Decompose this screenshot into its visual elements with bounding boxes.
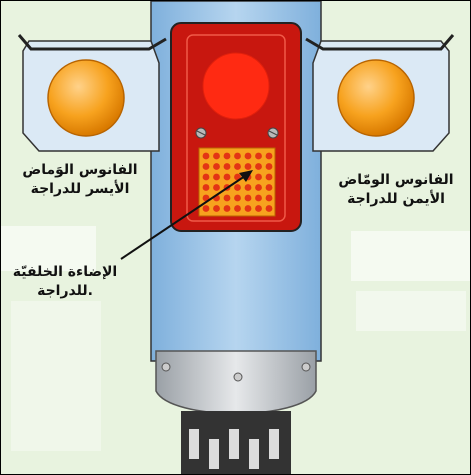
left-flasher-label-line-1: الفانوس الوَماض	[15, 161, 145, 180]
reflector-dot	[255, 184, 262, 191]
reflector-dot	[213, 184, 220, 191]
mudguard	[156, 351, 316, 414]
reflector-dot	[224, 153, 231, 160]
reflector-dot	[266, 184, 273, 191]
right-flasher-label: الفانوس الومّاض الأيمن للدراجة	[331, 171, 461, 209]
left-flasher-label: الفانوس الوَماض الأيسر للدراجة	[15, 161, 145, 199]
reflector-dot	[255, 174, 262, 181]
tire-tread-icon	[181, 411, 291, 474]
reflector-dot	[234, 163, 241, 170]
reflector-dot	[213, 153, 220, 160]
reflector-dot	[213, 205, 220, 212]
rear-light-label-line-1: الإضاءة الخلفيّة	[5, 263, 125, 282]
tire-tread-block	[229, 429, 239, 459]
reflector-dot	[234, 153, 241, 160]
reflector-dot	[255, 205, 262, 212]
reflector-dot	[234, 184, 241, 191]
reflector-dot	[234, 205, 241, 212]
rear-light-label: الإضاءة الخلفيّة .للدراجة	[5, 263, 125, 301]
tire-tread-block	[209, 439, 219, 469]
reflector-dot	[224, 174, 231, 181]
right-flasher-label-line-2: الأيمن للدراجة	[331, 190, 461, 209]
reflector-dot	[203, 174, 210, 181]
rear-light-icon	[171, 23, 301, 231]
reflector-dot	[203, 184, 210, 191]
reflector-dot	[266, 163, 273, 170]
right-flasher-label-line-1: الفانوس الومّاض	[331, 171, 461, 190]
reflector-dot	[245, 153, 252, 160]
reflector-dot	[213, 174, 220, 181]
reflector-dot	[266, 174, 273, 181]
reflector-dot	[245, 184, 252, 191]
rear-light-label-line-2: .للدراجة	[5, 282, 125, 301]
flasher-lamp-icon	[338, 60, 414, 136]
tire-tread-block	[189, 429, 199, 459]
reflector-dot	[266, 195, 273, 202]
reflector-dot	[255, 163, 262, 170]
reflector-dot	[266, 205, 273, 212]
left-flasher-label-line-2: الأيسر للدراجة	[15, 180, 145, 199]
reflector-dot	[203, 205, 210, 212]
left-flasher-lamp	[19, 35, 166, 151]
reflector-dot	[224, 163, 231, 170]
reflector-dot	[213, 163, 220, 170]
reflector-dot	[245, 195, 252, 202]
reflector-dot	[224, 205, 231, 212]
reflector-dot	[245, 163, 252, 170]
reflector-dot	[203, 153, 210, 160]
right-flasher-lamp	[306, 35, 453, 151]
reflector-dot	[203, 163, 210, 170]
reflector-dot	[266, 153, 273, 160]
tire-tread-block	[249, 439, 259, 469]
flasher-lamp-icon	[48, 60, 124, 136]
reflector-dot	[245, 205, 252, 212]
reflector-dot	[224, 195, 231, 202]
tire-tread-block	[269, 429, 279, 459]
reflector-dot	[255, 195, 262, 202]
reflector-dot	[255, 153, 262, 160]
reflector-dot	[234, 195, 241, 202]
